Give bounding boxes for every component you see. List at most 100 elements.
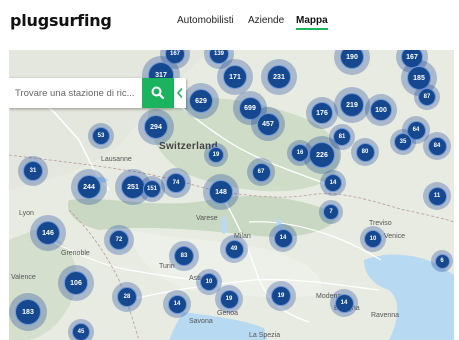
cluster-marker[interactable]: 185	[401, 60, 437, 96]
cluster-marker[interactable]: 244	[71, 169, 107, 205]
cluster-count: 80	[355, 142, 375, 162]
search-box	[9, 78, 174, 108]
cluster-count: 167	[165, 50, 185, 64]
cluster-count: 6	[434, 253, 450, 269]
cluster-count: 11	[427, 186, 447, 206]
cluster-count: 176	[311, 102, 333, 124]
cluster-count: 10	[364, 230, 382, 248]
cluster-count: 84	[427, 136, 447, 156]
cluster-marker[interactable]: 100	[365, 94, 397, 126]
cluster-count: 183	[15, 299, 41, 325]
cluster-count: 45	[72, 323, 90, 340]
cluster-marker[interactable]: 226	[303, 136, 341, 174]
cluster-count: 35	[394, 133, 412, 151]
city-label: Ravenna	[371, 312, 400, 319]
cluster-marker[interactable]: 19	[266, 281, 296, 311]
cluster-marker[interactable]: 14	[320, 170, 346, 196]
cluster-marker[interactable]: 53	[88, 123, 114, 149]
cluster-marker[interactable]: 146	[30, 215, 66, 251]
cluster-count: 31	[23, 161, 43, 181]
cluster-count: 100	[370, 99, 392, 121]
search-input[interactable]	[9, 78, 141, 108]
cluster-marker[interactable]: 6	[431, 250, 453, 272]
cluster-marker[interactable]: 84	[423, 132, 451, 160]
cluster-marker[interactable]: 231	[261, 59, 297, 95]
cluster-count: 67	[251, 162, 271, 182]
search-button[interactable]	[142, 78, 174, 108]
collapse-search-button[interactable]	[174, 78, 186, 108]
cluster-marker[interactable]: 10	[196, 269, 222, 295]
cluster-marker[interactable]: 31	[18, 156, 48, 186]
cluster-count: 146	[36, 221, 60, 245]
cluster-marker[interactable]: 629	[183, 83, 219, 119]
cluster-marker[interactable]: 7	[319, 200, 343, 224]
cluster-marker[interactable]: 139	[204, 50, 234, 69]
cluster-count: 14	[334, 293, 354, 313]
cluster-marker[interactable]: 219	[334, 87, 370, 123]
cluster-marker[interactable]: 183	[9, 293, 47, 331]
cluster-marker[interactable]: 10	[360, 226, 386, 252]
cluster-count: 28	[117, 287, 137, 307]
cluster-marker[interactable]: 45	[68, 319, 94, 340]
cluster-marker[interactable]: 14	[330, 289, 358, 317]
country-label: Switzerland	[159, 141, 218, 152]
cluster-count: 72	[109, 230, 129, 250]
cluster-marker[interactable]: 81	[329, 124, 355, 150]
city-label: Valence	[11, 274, 36, 281]
cluster-marker[interactable]: 176	[306, 97, 338, 129]
cluster-marker[interactable]: 16	[287, 140, 313, 166]
city-label: Lausanne	[101, 156, 132, 163]
cluster-marker[interactable]: 106	[58, 265, 94, 301]
cluster-marker[interactable]: 80	[351, 138, 379, 166]
cluster-marker[interactable]: 28	[112, 282, 142, 312]
cluster-marker[interactable]: 294	[138, 109, 174, 145]
city-label: Grenoble	[61, 250, 90, 257]
city-label: La Spezia	[249, 332, 281, 339]
cluster-count: 226	[309, 142, 335, 168]
cluster-count: 19	[219, 289, 239, 309]
cluster-count: 19	[271, 286, 291, 306]
cluster-marker[interactable]: 74	[161, 168, 191, 198]
cluster-count: 53	[92, 127, 110, 145]
cluster-count: 185	[407, 66, 431, 90]
cluster-marker[interactable]: 67	[247, 158, 275, 186]
plugsurfing-logo[interactable]: plugsurfing	[10, 11, 112, 30]
city-label: Lyon	[19, 210, 34, 217]
cluster-marker[interactable]: 72	[104, 225, 134, 255]
cluster-count: 457	[256, 112, 280, 136]
city-label: Varese	[196, 215, 218, 222]
cluster-marker[interactable]: 35	[390, 129, 416, 155]
nav-link-automobilisti[interactable]: Automobilisti	[177, 15, 234, 26]
cluster-marker[interactable]: 19	[215, 285, 243, 313]
charging-station-map[interactable]: Switzerland Lausanne Lyon Grenoble Valen…	[9, 50, 454, 340]
search-icon	[151, 86, 165, 100]
cluster-count: 83	[174, 246, 194, 266]
cluster-marker[interactable]: 87	[414, 84, 440, 110]
cluster-count: 139	[209, 50, 229, 64]
cluster-marker[interactable]: 457	[251, 107, 285, 141]
top-navigation-bar: plugsurfing Automobilisti Aziende Mappa	[0, 0, 459, 48]
cluster-marker[interactable]: 190	[334, 50, 370, 75]
cluster-count: 19	[208, 147, 224, 163]
cluster-count: 49	[224, 239, 244, 259]
cluster-count: 151	[143, 180, 161, 198]
cluster-marker[interactable]: 11	[423, 182, 451, 210]
cluster-marker[interactable]: 151	[139, 176, 165, 202]
cluster-count: 64	[406, 120, 426, 140]
city-label: Genoa	[217, 310, 239, 317]
city-label: Savona	[189, 318, 213, 325]
nav-link-aziende[interactable]: Aziende	[248, 15, 285, 26]
cluster-marker[interactable]: 148	[203, 174, 239, 210]
cluster-count: 171	[223, 65, 247, 89]
cluster-marker[interactable]: 14	[269, 224, 297, 252]
cluster-count: 87	[418, 88, 436, 106]
cluster-marker[interactable]: 83	[169, 241, 199, 271]
cluster-count: 81	[333, 128, 351, 146]
cluster-marker[interactable]: 19	[204, 143, 228, 167]
cluster-marker[interactable]: 171	[217, 59, 253, 95]
nav-link-mappa[interactable]: Mappa	[296, 15, 328, 30]
city-label: Turin	[159, 263, 175, 270]
cluster-count: 10	[200, 273, 218, 291]
cluster-marker[interactable]: 14	[163, 290, 191, 318]
cluster-marker[interactable]: 49	[220, 235, 248, 263]
